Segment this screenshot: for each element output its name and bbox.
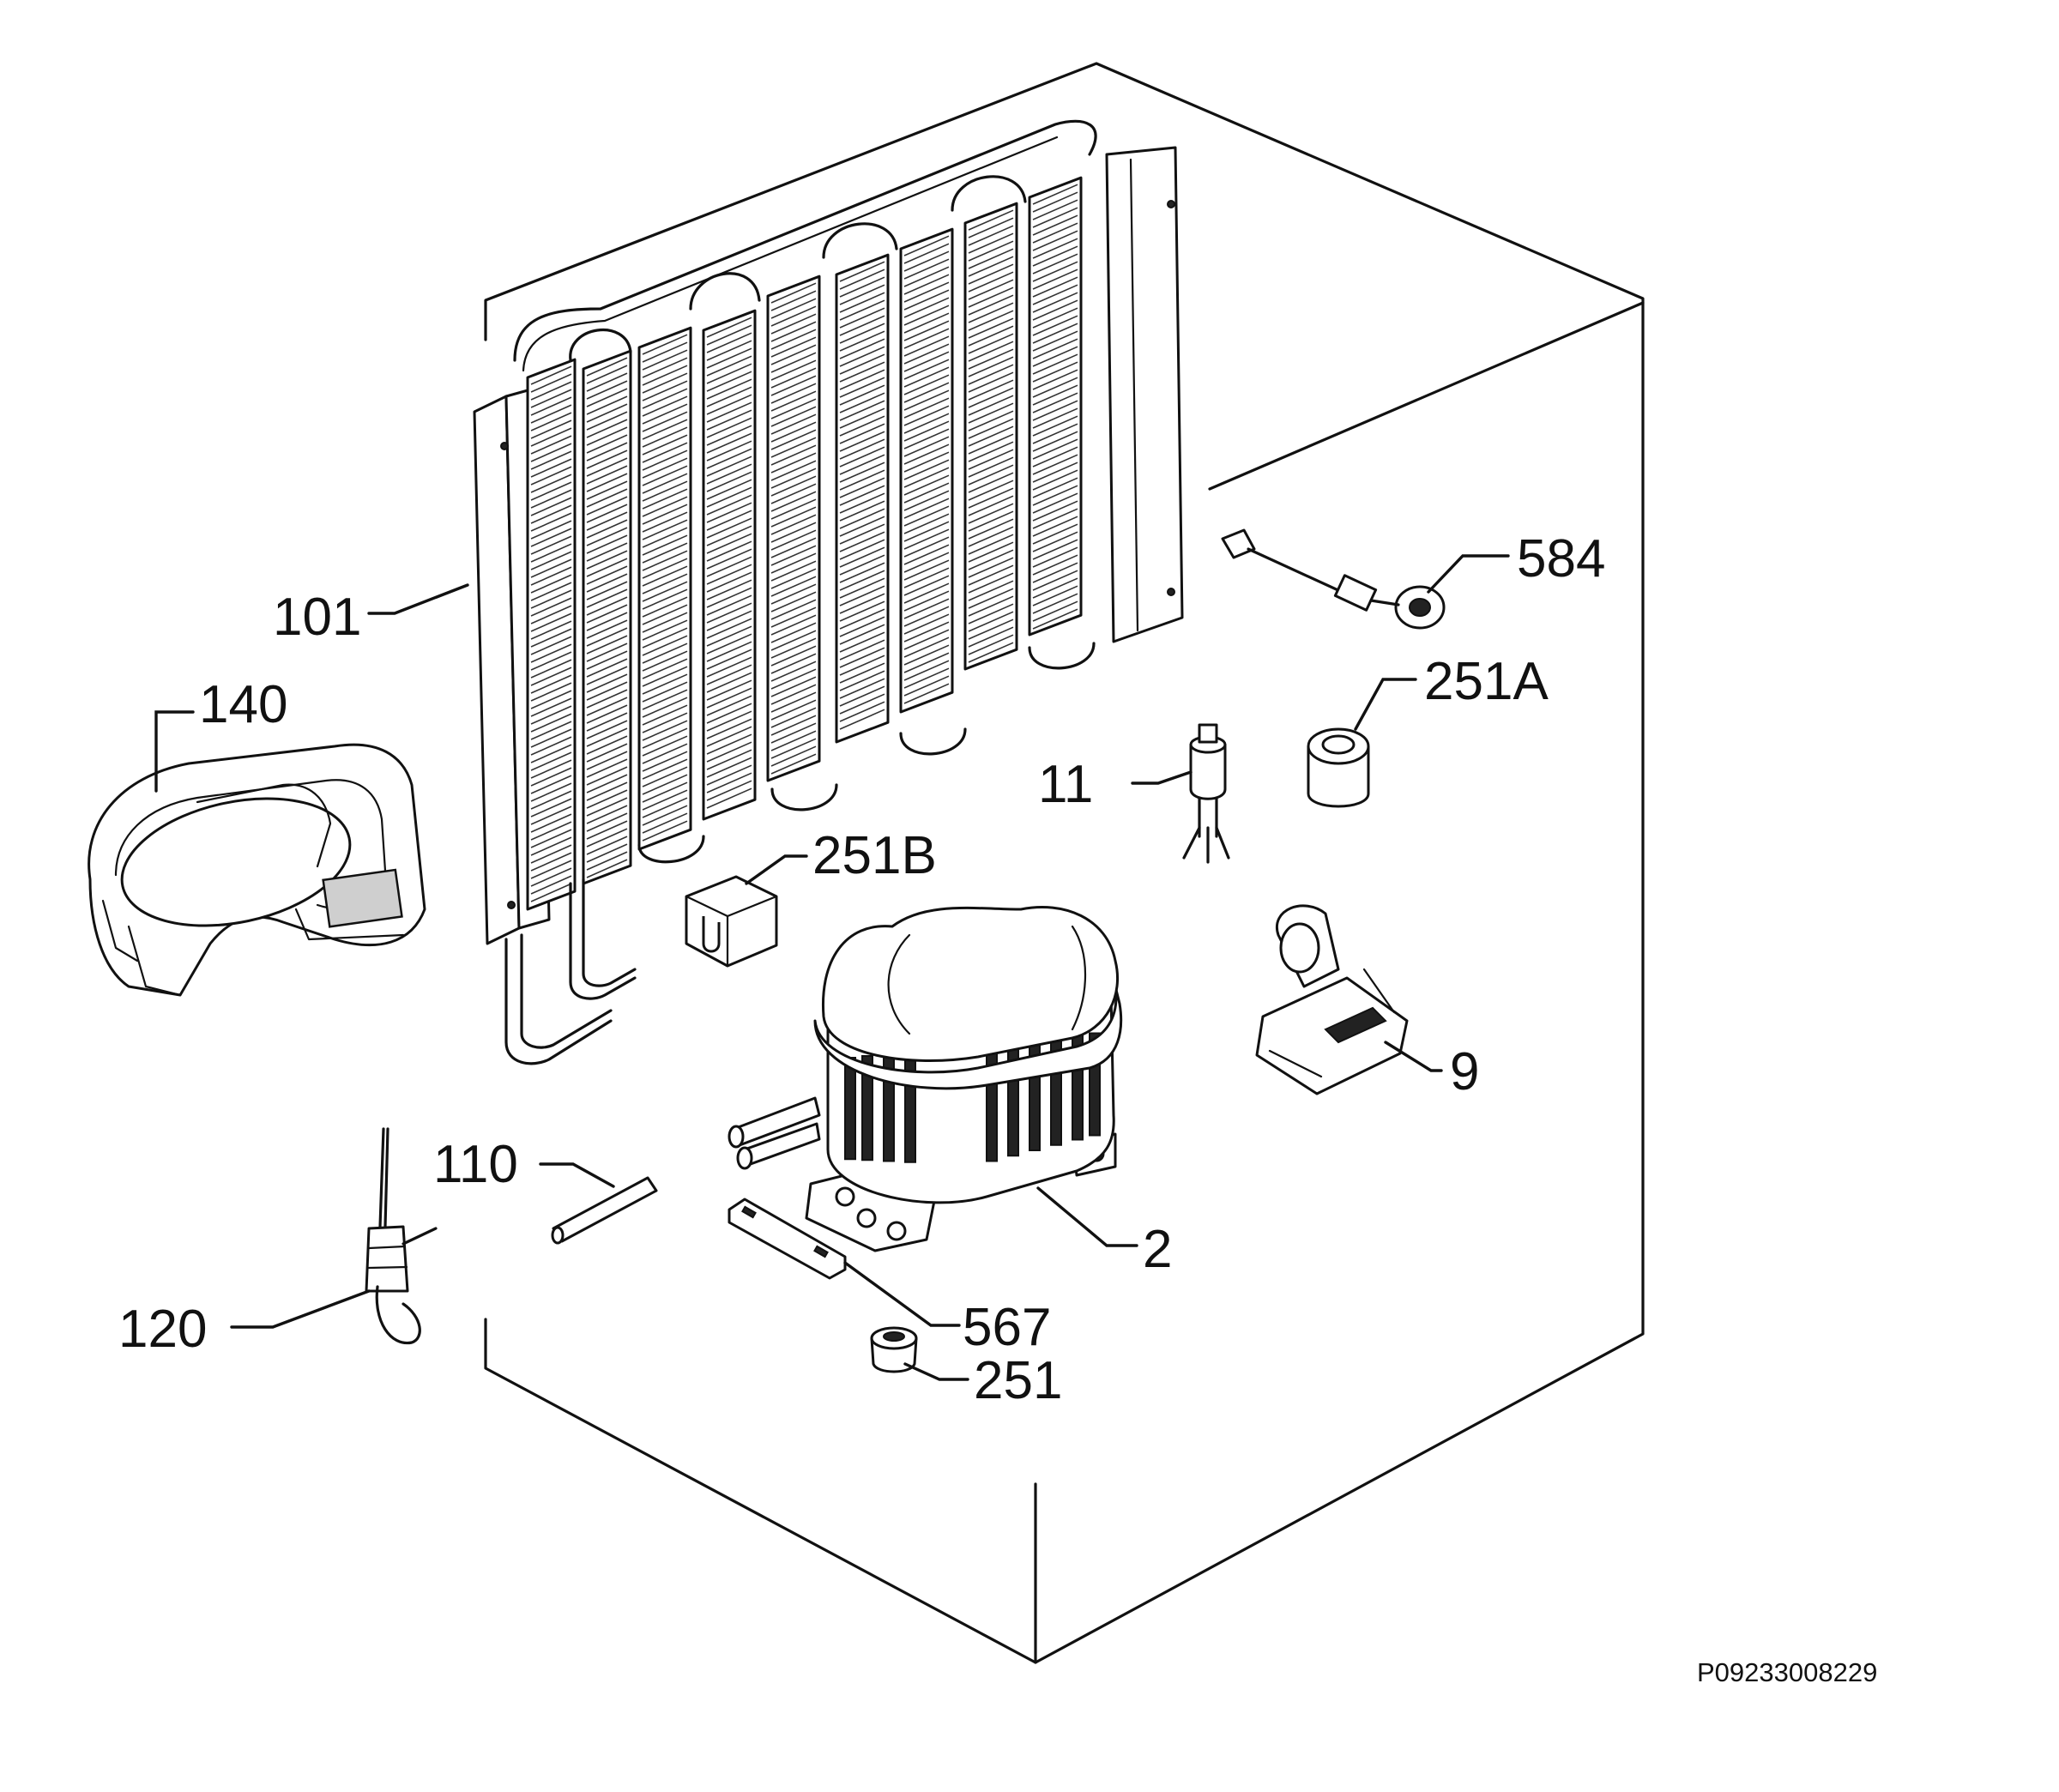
fin-lines	[706, 317, 752, 809]
fin-band	[835, 253, 890, 744]
label-120: 120	[118, 1300, 207, 1359]
fin-band	[1028, 176, 1083, 637]
condenser-fin-bands	[526, 176, 1083, 911]
capillary-sleeve-110	[551, 1176, 658, 1245]
label-110: 110	[433, 1135, 518, 1194]
fin-lines	[642, 334, 688, 842]
mounting-plate-567	[728, 1198, 847, 1280]
callout-labels: 101 140 584 251A 11 251B 9 110 2 120 567…	[118, 529, 1605, 1410]
shell-stripe	[986, 1042, 998, 1162]
label-9: 9	[1450, 1042, 1479, 1101]
clamp-block-251B	[685, 875, 778, 968]
fin-band	[582, 349, 632, 885]
label-140: 140	[199, 675, 287, 734]
compressor-2	[728, 906, 1123, 1252]
label-251B: 251B	[812, 826, 937, 885]
label-584: 584	[1517, 529, 1605, 588]
cabinet-outline	[484, 62, 1645, 1664]
condenser-101	[473, 119, 1184, 1065]
fin-lines	[586, 357, 628, 878]
shell-stripe	[861, 1055, 873, 1161]
label-101: 101	[273, 588, 361, 647]
shell-stripe	[904, 1051, 916, 1163]
fin-lines	[1032, 184, 1078, 630]
fin-lines	[903, 235, 950, 704]
grommet-251A	[1307, 727, 1370, 808]
fin-lines	[530, 365, 572, 902]
shell-stripe	[844, 1057, 856, 1161]
fin-lines	[839, 261, 885, 730]
fin-band	[702, 309, 757, 821]
fin-lines	[968, 209, 1014, 663]
fin-lines	[770, 282, 817, 775]
reference-code: P09233008229	[1697, 1657, 1877, 1687]
relay-9	[1255, 904, 1409, 1095]
fin-band	[766, 275, 821, 782]
label-567: 567	[963, 1298, 1051, 1357]
drip-tray-140	[88, 743, 426, 997]
label-11: 11	[1038, 755, 1093, 814]
label-251: 251	[974, 1351, 1062, 1410]
filter-drier-11	[1182, 723, 1230, 864]
label-2: 2	[1143, 1220, 1172, 1279]
label-251A: 251A	[1424, 652, 1549, 711]
fin-band	[526, 358, 577, 911]
service-valve-120	[365, 1127, 438, 1345]
sensor-probe-584	[1221, 528, 1446, 630]
leader-lines	[154, 554, 1510, 1381]
